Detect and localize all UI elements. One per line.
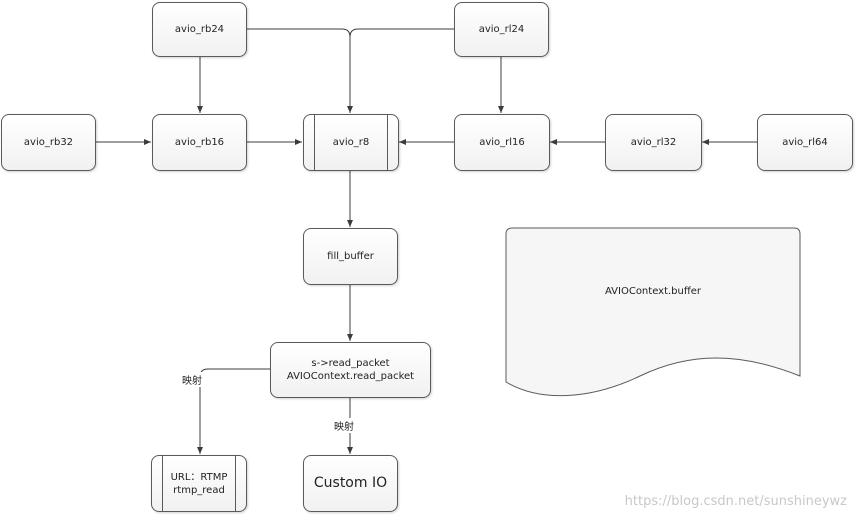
node-avio-rb32: avio_rb32 xyxy=(1,114,96,171)
node-url-rtmp: URL：RTMP rtmp_read xyxy=(151,455,247,512)
node-label: fill_buffer xyxy=(327,251,374,262)
node-custom-io: Custom IO xyxy=(303,455,398,512)
node-label: avio_rl32 xyxy=(630,137,677,148)
node-label: s->read_packet AVIOContext.read_packet xyxy=(286,358,415,382)
edge-label-mapping-left: 映射 xyxy=(181,372,203,387)
node-label: URL：RTMP rtmp_read xyxy=(170,471,228,496)
node-read-packet: s->read_packet AVIOContext.read_packet xyxy=(270,342,431,398)
node-label: avio_rb32 xyxy=(23,137,74,148)
edge-rl24-r8 xyxy=(349,28,454,38)
node-avio-r8: avio_r8 xyxy=(303,114,399,171)
edge-label-mapping-down: 映射 xyxy=(333,418,355,433)
node-avio-rl24: avio_rl24 xyxy=(454,2,549,57)
buffer-document-shape xyxy=(505,227,801,397)
node-label: avio_rl16 xyxy=(479,137,525,148)
node-label: avio_rl64 xyxy=(782,137,828,148)
edge-readpacket-url xyxy=(197,368,270,454)
edge-rb24-r8 xyxy=(247,28,353,113)
node-avio-rl64: avio_rl64 xyxy=(757,114,853,171)
node-label: Custom IO xyxy=(313,475,388,492)
node-fill-buffer: fill_buffer xyxy=(303,228,398,285)
node-label: avio_rl24 xyxy=(478,24,525,35)
watermark-text: https://blog.csdn.net/sunshineywz xyxy=(624,494,847,509)
buffer-document-label: AVIOContext.buffer xyxy=(604,286,702,297)
node-avio-rl32: avio_rl32 xyxy=(605,114,702,171)
node-avio-rb16: avio_rb16 xyxy=(152,114,247,171)
node-label: avio_rb16 xyxy=(174,137,225,148)
node-label: avio_rb24 xyxy=(174,24,225,35)
node-label: avio_r8 xyxy=(332,137,370,148)
node-avio-rb24: avio_rb24 xyxy=(152,2,247,57)
node-avio-rl16: avio_rl16 xyxy=(454,114,550,171)
